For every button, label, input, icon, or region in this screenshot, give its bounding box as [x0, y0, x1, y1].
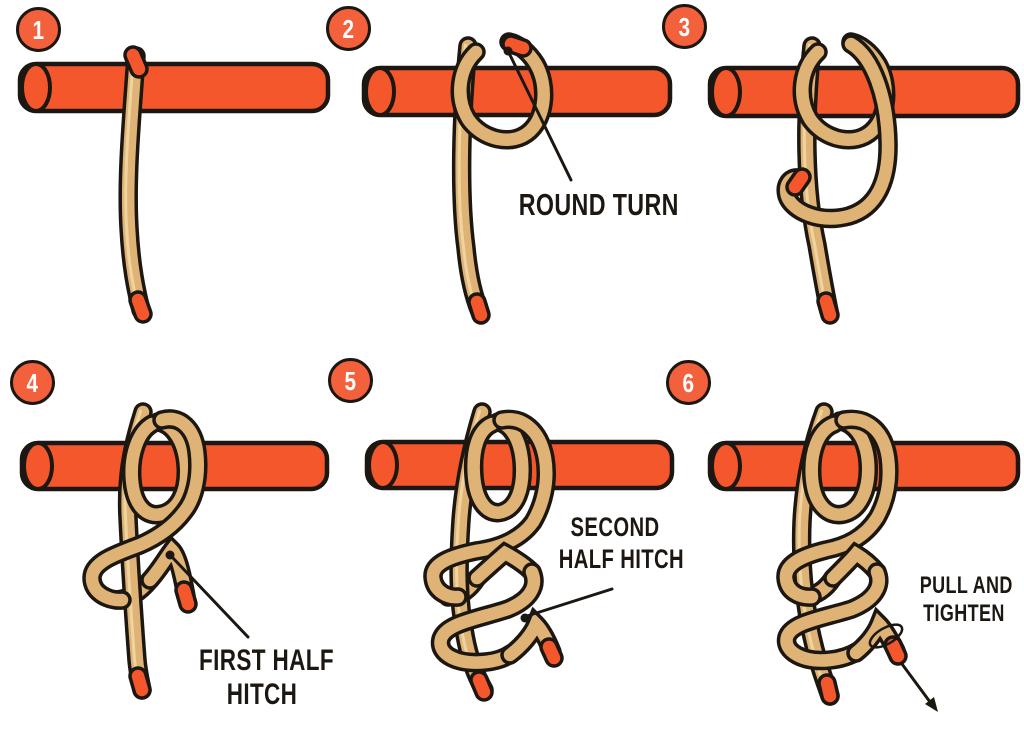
first-half-hitch-label-line1: FIRST HALF: [199, 644, 334, 677]
step-5-figure: [364, 402, 675, 702]
rope-end-tip: [128, 290, 153, 324]
step-1-badge: 1: [16, 7, 61, 52]
step-4-number: 4: [26, 367, 39, 398]
second-half-hitch-label-line2: HALF HITCH: [558, 544, 684, 574]
rope-end-tip: [816, 291, 840, 325]
step-5-badge: 5: [328, 358, 373, 403]
rope-standing-part: [118, 46, 151, 320]
pull-and-tighten-label-line2: TIGHTEN: [923, 600, 1005, 627]
step-4-figure: [19, 402, 330, 700]
rope-second-half-hitch-entry: [430, 562, 544, 673]
pull-direction-arrow: [900, 662, 935, 708]
rope-end-tip: [817, 673, 840, 706]
rope-round-turn-coil: [121, 412, 196, 525]
step-6-badge: 6: [666, 360, 711, 405]
pull-direction-arrowhead: [925, 697, 938, 712]
step-1-number: 1: [32, 14, 45, 45]
step-3-number: 3: [678, 11, 691, 42]
pointer-dot: [503, 46, 513, 56]
rope-half-hitch-exit: [140, 535, 196, 606]
rope-half-hitch-entry: [82, 409, 208, 610]
step-6-figure: [707, 402, 1021, 712]
step-6-number: 6: [682, 367, 695, 398]
round-turn-label: ROUND TURN: [518, 187, 679, 222]
pull-and-tighten-label-line1: PULL AND: [919, 572, 1013, 599]
rope-end-tip: [883, 635, 908, 666]
rope-end-tip: [123, 45, 149, 79]
pole: [361, 65, 673, 118]
rope-end-tip: [501, 34, 533, 58]
rope-round-turn: [450, 32, 554, 150]
rope-end-tip: [467, 292, 491, 325]
step-3-figure: [707, 32, 1021, 325]
rope-first-half-hitch-entry: [423, 409, 556, 607]
second-half-hitch-label-line1: SECOND: [570, 512, 660, 542]
step-2-number: 2: [342, 13, 355, 44]
rope-end-tip: [469, 670, 494, 702]
step-3-badge: 3: [662, 4, 707, 49]
pole: [707, 65, 1021, 119]
rope-end-tip: [785, 167, 812, 197]
step-4-badge: 4: [10, 360, 55, 405]
step-2-figure: [361, 32, 673, 325]
rope-second-half-hitch-entry: [776, 562, 889, 671]
round-turn-label-line: ROUND TURN: [518, 187, 679, 222]
rope-end-tip: [174, 580, 198, 614]
rope-round-turn-coil: [463, 412, 533, 523]
motion-swoosh: [868, 623, 904, 649]
round-turn-pointer-line: [508, 53, 573, 182]
step-1-figure: [17, 45, 331, 324]
pole: [17, 61, 331, 114]
step-5-number: 5: [344, 365, 357, 396]
rope-end-tip: [128, 666, 152, 700]
first-half-hitch-label: FIRST HALF HITCH: [199, 644, 334, 712]
rope-end-tip: [539, 637, 564, 668]
rope-round-turn-coil: [801, 411, 878, 525]
first-half-hitch-pointer-line: [170, 555, 250, 639]
rope-first-half-hitch-entry: [776, 409, 899, 607]
pull-and-tighten-label: PULL AND TIGHTEN: [919, 572, 1013, 628]
step-2-badge: 2: [326, 6, 371, 51]
second-half-hitch-pointer-line: [525, 587, 614, 618]
second-half-hitch-label: SECOND HALF HITCH: [558, 511, 684, 575]
first-half-hitch-label-line2: HITCH: [226, 678, 298, 711]
